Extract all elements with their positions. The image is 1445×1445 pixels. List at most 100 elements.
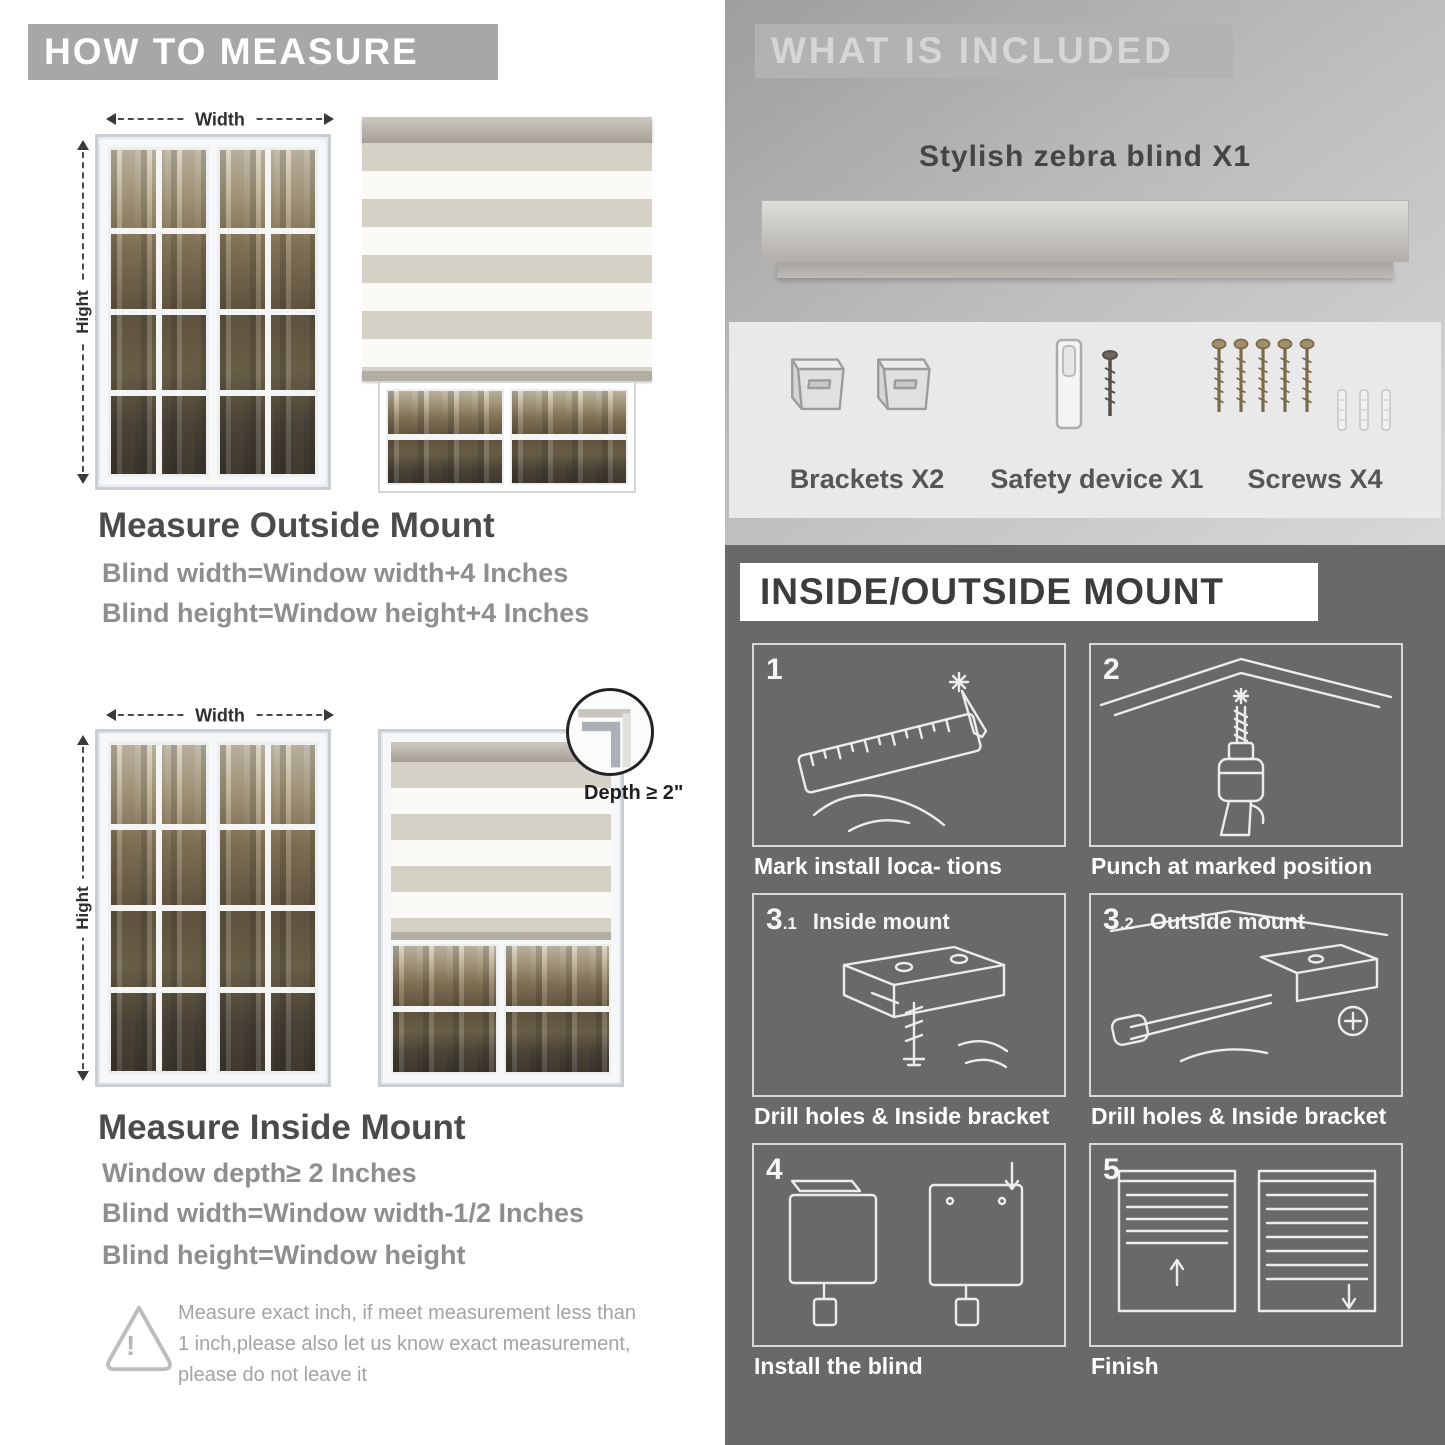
step-number-text: 4 [766, 1153, 783, 1186]
step-caption-2: Punch at marked position [1091, 853, 1373, 879]
blind-quantity-label: Stylish zebra blind X1 [918, 140, 1252, 173]
arrow-left-icon [106, 113, 116, 125]
width-label: Width [185, 705, 255, 727]
bracket-icon [791, 358, 845, 411]
step-number: 2 [1103, 653, 1120, 687]
step-number-text: 2 [1103, 653, 1120, 686]
inside-bracket-illustration [842, 945, 1009, 1069]
arrow-up-icon [77, 140, 89, 150]
brackets-label: Brackets X2 [789, 464, 945, 494]
brackets-group [777, 352, 939, 426]
step-number-text: 1 [766, 653, 783, 686]
outside-bracket-illustration [1109, 909, 1389, 1063]
warning-text: Measure exact inch, if meet measurement … [178, 1302, 636, 1386]
step-cell-1: 1 [752, 643, 1066, 847]
muntin [220, 986, 315, 993]
zebra-blind-outside-illustration [362, 117, 652, 493]
mark-location-illustration [797, 671, 988, 833]
window-illustration-outside [95, 134, 331, 490]
wall-anchor-icon [1337, 389, 1347, 431]
muntin [220, 309, 315, 315]
window-sash [504, 944, 611, 1074]
step-cell-3-1: 3 .1 Inside mount [752, 893, 1066, 1097]
arrow-down-icon [77, 1071, 89, 1081]
blind-fabric [391, 762, 611, 932]
inside-mount-depth-rule: Window depth≥ 2 Inches [102, 1158, 417, 1188]
blind-headrail [391, 742, 611, 762]
depth-callout-label: Depth ≥ 2" [584, 782, 684, 804]
window-illustration-inside [95, 729, 331, 1087]
install-blind-illustration [788, 1161, 1024, 1327]
wall-anchor-icon [1381, 389, 1391, 431]
step-number-text: 3 [766, 903, 783, 936]
screws-group [1211, 338, 1315, 418]
zebra-blind-inside-illustration [378, 729, 624, 1087]
zebra-blind-headrail-lip [777, 262, 1393, 278]
anchors-group [1335, 388, 1393, 436]
step-number: 3 .1 Inside mount [766, 903, 950, 937]
muntin [111, 823, 206, 830]
arrow-up-icon [77, 735, 89, 745]
window-corner-detail-icon [578, 709, 631, 768]
warning-exclamation: ! [126, 1330, 136, 1361]
window-sash [108, 742, 209, 1074]
step-number: 1 [766, 653, 783, 687]
safety-device-group [1047, 336, 1119, 432]
window-sash [391, 944, 498, 1074]
muntin [220, 228, 315, 234]
muntin [111, 905, 206, 911]
safety-device-label: Safety device X1 [990, 464, 1204, 494]
how-to-measure-panel: HOW TO MEASURE Width Hight [0, 0, 710, 1445]
inside-mount-formula-width: Blind width=Window width-1/2 Inches [102, 1198, 585, 1228]
screw-icon [1233, 338, 1249, 412]
window-below-blind [378, 381, 636, 493]
how-to-measure-header: HOW TO MEASURE [28, 24, 498, 80]
finish-illustration [1117, 1169, 1377, 1313]
step-number-text: 3 [1103, 903, 1120, 936]
window-sash [108, 147, 209, 477]
blind-bottomrail [391, 932, 611, 940]
window-below-blind [391, 940, 611, 1074]
step-tag: Inside mount [812, 909, 950, 934]
outside-mount-title: Measure Outside Mount [98, 506, 495, 545]
inside-mount-title: Measure Inside Mount [98, 1108, 466, 1147]
step-caption-3-1: Drill holes & Inside bracket [754, 1103, 1050, 1129]
blind-bottomrail [362, 371, 652, 381]
height-label: Hight [73, 282, 93, 342]
inside-mount-formula-height: Blind height=Window height [102, 1240, 466, 1270]
what-is-included-panel: WHAT IS INCLUDED Stylish zebra blind X1 [725, 0, 1445, 545]
step-number-sub: .2 [1119, 914, 1134, 933]
muntin [388, 434, 502, 440]
step-caption-5: Finish [1091, 1353, 1159, 1379]
what-is-included-header: WHAT IS INCLUDED [755, 24, 1233, 78]
blind-headrail [362, 117, 652, 143]
arrow-left-icon [106, 709, 116, 721]
width-arrow-outside: Width [106, 109, 334, 131]
step-number: 4 [766, 1153, 783, 1187]
step-number: 3 .2 Outside mount [1103, 903, 1305, 937]
step-caption-4: Install the blind [754, 1353, 923, 1379]
step-cell-2: 2 [1089, 643, 1403, 847]
window-sash [217, 742, 318, 1074]
safety-device-icon [1055, 338, 1083, 430]
step-cell-4: 4 [752, 1143, 1066, 1347]
step-number-text: 5 [1103, 1153, 1120, 1186]
arrow-right-icon [324, 113, 334, 125]
screws-label: Screws X4 [1247, 464, 1383, 494]
screw-icon [1277, 338, 1293, 412]
step-number-sub: .1 [782, 914, 797, 933]
arrow-right-icon [324, 709, 334, 721]
step-caption-1: Mark install loca- tions [754, 853, 1002, 879]
outside-mount-formula-width: Blind width=Window width+4 Inches [102, 558, 569, 588]
muntin [111, 390, 206, 396]
muntin [393, 1006, 496, 1012]
muntin [512, 434, 626, 440]
muntin [506, 1006, 609, 1012]
muntin [111, 228, 206, 234]
muntin [220, 905, 315, 911]
height-arrow-inside: Hight [73, 735, 93, 1081]
screw-icon [1102, 350, 1118, 416]
window-sash [217, 147, 318, 477]
warning-triangle-icon [106, 1305, 172, 1372]
